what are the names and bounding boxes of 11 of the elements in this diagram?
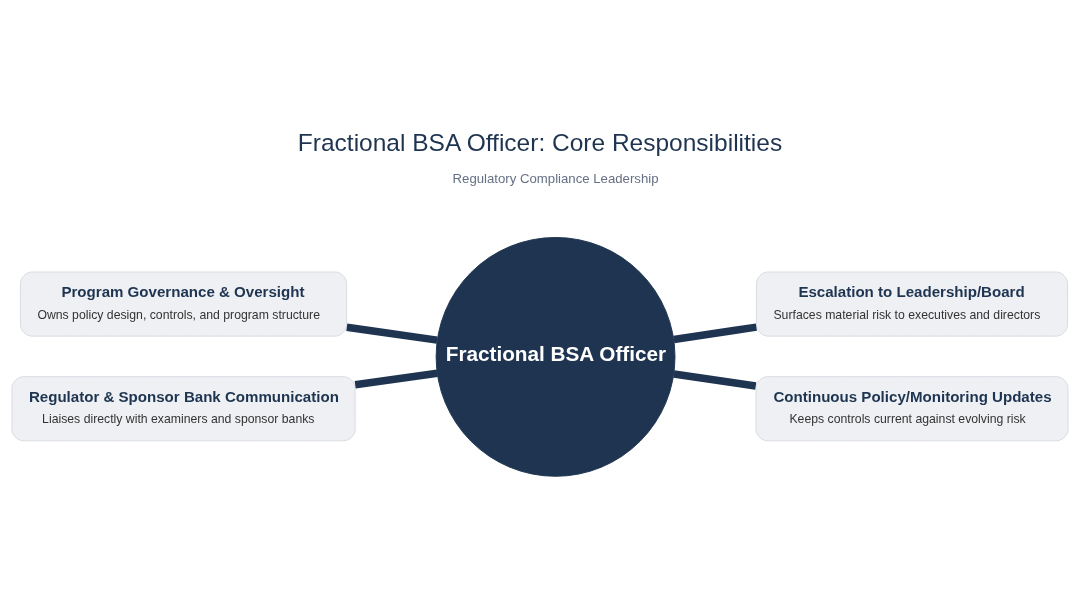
node-box: Program Governance & Oversight Owns policy design, controls, and program structure	[19, 271, 348, 337]
node-box: Escalation to Leadership/Board Surfaces material risk to executives and directors	[756, 271, 1069, 337]
node-box: Continuous Policy/Monitoring Updates Keeps controls current against evolving risk	[755, 375, 1069, 441]
connector	[346, 323, 438, 344]
label: Regulatory Compliance Leadership	[452, 170, 659, 186]
diagram-title: Fractional BSA Officer: Core Responsibilities	[297, 128, 783, 156]
connector	[354, 369, 438, 389]
connector	[673, 322, 757, 343]
node-box: Regulator & Sponsor Bank Communication Liaises directly with examiners and sponsor banks	[11, 375, 356, 441]
connector	[673, 369, 757, 390]
node-circle: Fractional BSA Officer	[435, 236, 676, 477]
